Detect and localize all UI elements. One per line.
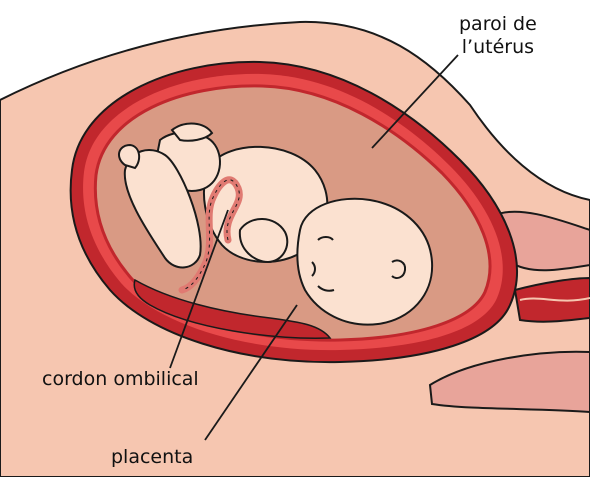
label-uterine-wall-line1: paroi de (459, 13, 537, 36)
label-umbilical-cord: cordon ombilical (42, 368, 199, 391)
label-placenta: placenta (111, 446, 193, 469)
label-uterine-wall: paroi de l’utérus (459, 13, 537, 59)
label-uterine-wall-line2: l’utérus (459, 36, 537, 59)
